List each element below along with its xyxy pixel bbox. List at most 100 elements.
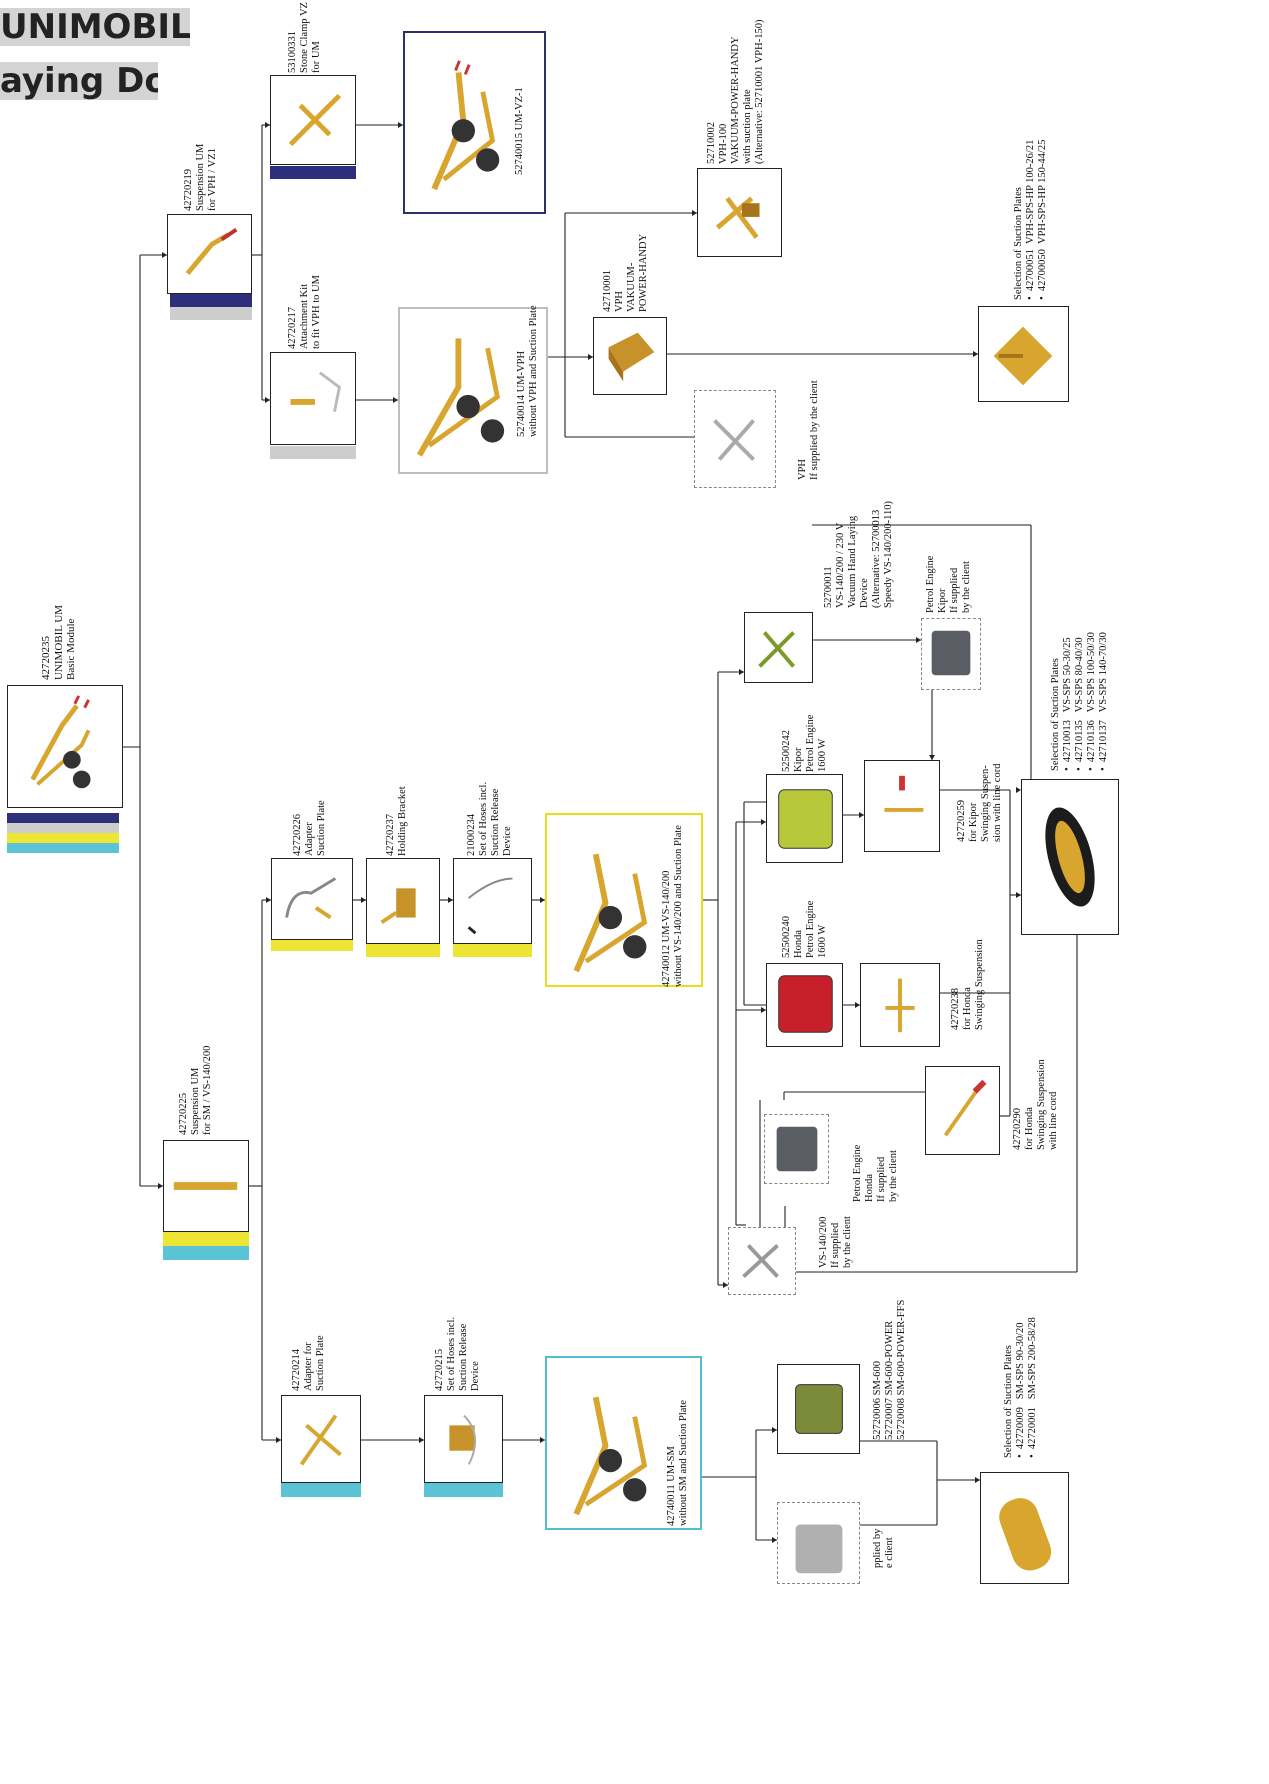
um-vph-box (398, 307, 548, 474)
kipor-suspension-label: 42720259 for Kipor Swinging Suspen- sion… (956, 763, 1003, 842)
dolly-sm-icon (573, 1396, 648, 1516)
attachment-kit-box (270, 352, 356, 445)
title-top-text: UNIMOBIL UM (0, 8, 190, 46)
title-laying-dolly: aying Dolly (0, 62, 158, 100)
suspension-sm-box (163, 1140, 249, 1232)
suspension-vph-box (167, 214, 252, 294)
vph-box (593, 317, 667, 395)
sm-plates-box (980, 1472, 1069, 1584)
title-bottom-text: aying Dolly (0, 62, 158, 100)
vph-box-icon (608, 332, 655, 382)
sm600-label: 52720006 SM-600 52720007 SM-600-POWER 52… (872, 1299, 907, 1440)
attachment-kit-label: 42720217 Attachment Kit to fit VPH to UM (287, 275, 322, 349)
attachment-kit-icon (290, 371, 341, 412)
stone-clamp-label: 53100331 Stone Clamp VZ for UM (287, 2, 322, 73)
suspension-icon (185, 228, 238, 276)
kipor-suspension-icon (884, 775, 924, 812)
vph-client-icon (713, 419, 756, 461)
um-vs-label: 42740012 UM-VS-140/200 without VS-140/20… (661, 825, 684, 987)
sm-client-icon (795, 1524, 843, 1574)
vph-plates-box (978, 306, 1069, 402)
sm-plate-icon (999, 1498, 1052, 1571)
holding-bracket-box (366, 858, 440, 944)
sm-client-box (777, 1502, 860, 1584)
vs-client-icon (742, 1244, 779, 1278)
stone-clamp-box (270, 75, 356, 165)
hoses-sm-bar-cyan (424, 1483, 503, 1497)
basic-module-label: 42720235 UNIMOBIL UM Basic Module (40, 604, 77, 680)
attachment-kit-bar-grey (270, 446, 356, 459)
vph100-label: 52710002 VPH-100 VAKUUM-POWER-HANDY with… (706, 19, 765, 164)
kipor-suspension-box (864, 760, 940, 852)
dolly-vz1-icon (431, 60, 500, 191)
suspension-sm-icon (173, 1182, 238, 1190)
sm-plates-label: Selection of Suction Plates • 42720009 S… (1003, 1317, 1038, 1458)
title-unimobil: UNIMOBIL UM (0, 8, 190, 46)
dolly-vs-icon (573, 853, 648, 973)
susp-vph-bar-navy (170, 294, 252, 307)
honda-suspension-label: 42720238 for Honda Swinging Suspension (950, 939, 985, 1030)
honda-suspension2-icon (943, 1079, 987, 1137)
vs-device-icon (758, 631, 796, 668)
um-sm-label: 42740011 UM-SM without SM and Suction Pl… (666, 1400, 689, 1526)
adapter-plate-box (271, 858, 353, 940)
holding-label: 42720237 Holding Bracket (385, 786, 408, 856)
um-vph-label: 52740014 UM-VPH without VPH and Suction … (516, 305, 539, 437)
holding-bracket-icon (380, 888, 416, 925)
hoses-sm-icon (449, 1414, 477, 1465)
sm600-box (777, 1364, 860, 1454)
honda-suspension2-box (925, 1066, 1000, 1155)
adapter-sm-icon (299, 1414, 342, 1466)
vph-plate-icon (993, 326, 1053, 386)
vs-device-label: 52700011 VS-140/200 / 230 V Vacuum Hand … (823, 500, 894, 608)
adapter-plate-icon (285, 877, 337, 920)
honda-engine-box (766, 963, 843, 1047)
um-vz1-box (403, 31, 546, 214)
honda-suspension-icon (885, 978, 915, 1033)
vs-plate-icon (1045, 807, 1095, 907)
basic-module-box (7, 685, 123, 808)
kipor-client-label: Petrol Engine Kipor If supplied by the c… (925, 555, 972, 613)
honda-client-label: Petrol Engine Honda If supplied by the c… (852, 1144, 899, 1202)
kipor-client-icon (931, 630, 971, 676)
stone-clamp-icon (288, 93, 342, 147)
vph-plates-label: Selection of Suction Plates • 42700051 V… (1013, 139, 1048, 300)
vs-plates-box (1021, 779, 1119, 935)
kipor-client-box (921, 618, 981, 690)
um-sm-box (545, 1356, 702, 1530)
hoses-sm-box (424, 1395, 503, 1483)
honda-engine-label: 52500240 Honda Petrol Engine 1600 W (781, 900, 828, 958)
dolly-vph-icon (416, 338, 505, 457)
vs-client-box (728, 1227, 796, 1295)
susp-sm-bar-cyan (163, 1246, 249, 1260)
susp-vph-bar-grey (170, 307, 252, 320)
adapter-sm-box (281, 1395, 361, 1483)
hoses-sm-label: 42720215 Set of Hoses incl. Suction Rele… (434, 1316, 481, 1391)
honda-client-box (764, 1114, 829, 1184)
hoses-box (453, 858, 532, 944)
suspension-sm-label: 42720225 Suspension UM for SM / VS-140/2… (178, 1045, 213, 1135)
kipor-engine-label: 52500242 Kipor Petrol Engine 1600 W (781, 714, 828, 772)
vph-client-box (694, 390, 776, 488)
vs-device-box (744, 612, 813, 683)
hoses-label: 21000234 Set of Hoses incl. Suction Rele… (466, 781, 513, 856)
basic-bar-yellow (7, 833, 119, 843)
vs-client-label: VS-140/200 If supplied by the client (818, 1216, 853, 1268)
susp-sm-bar-yellow (163, 1232, 249, 1246)
basic-bar-navy (7, 813, 119, 823)
holding-bar-yellow (366, 944, 440, 957)
basic-bar-grey (7, 823, 119, 833)
suspension-vph-label: 42720219 Suspension UM for VPH / VZ1 (183, 143, 218, 211)
vph-client-label: VPH If supplied by the client (797, 380, 820, 480)
sm-client-label: pplied by e client (872, 1528, 895, 1568)
hoses-bar-yellow (453, 944, 532, 957)
vs-plates-label: Selection of Suction Plates • 42710013 V… (1050, 632, 1109, 771)
stone-clamp-bar-navy (270, 166, 356, 179)
um-vz1-label: 52740015 UM-VZ-1 (514, 87, 525, 175)
adapter-label: 42720226 Adapter Suction Plate (292, 800, 327, 856)
vph100-icon (715, 196, 760, 239)
vph100-box (697, 168, 782, 257)
adapter-bar-yellow (271, 940, 353, 951)
hoses-icon (467, 877, 513, 935)
sm600-icon (795, 1384, 843, 1434)
